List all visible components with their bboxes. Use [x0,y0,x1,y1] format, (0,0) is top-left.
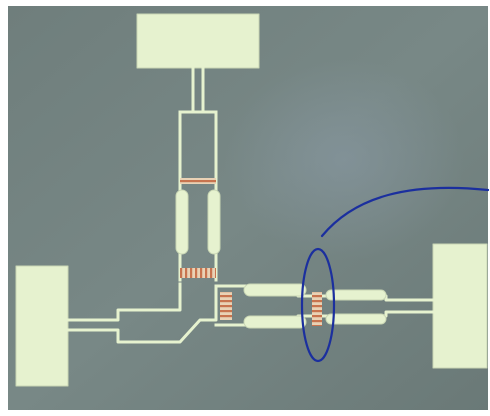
right-lower-stub [243,315,307,329]
annotation-curve [320,186,490,238]
top-left-stub [175,189,189,255]
center-resistor [180,268,216,278]
top-resistor [180,178,216,184]
left-bond-pad [15,265,69,387]
right-lower-stub-2 [325,313,387,325]
pen-annotations [300,186,490,363]
left-feed-lines [66,282,218,344]
right-upper-stub [243,283,307,297]
junction-resistor [220,292,232,320]
right-upper-stub-2 [325,289,387,301]
annotation-ellipse [300,247,336,363]
top-right-stub [207,189,221,255]
circuit-traces [15,13,488,387]
right-resistor [312,292,322,326]
right-bond-pad [432,243,488,369]
substrate-glare [8,6,488,410]
top-bond-pad [136,13,260,69]
